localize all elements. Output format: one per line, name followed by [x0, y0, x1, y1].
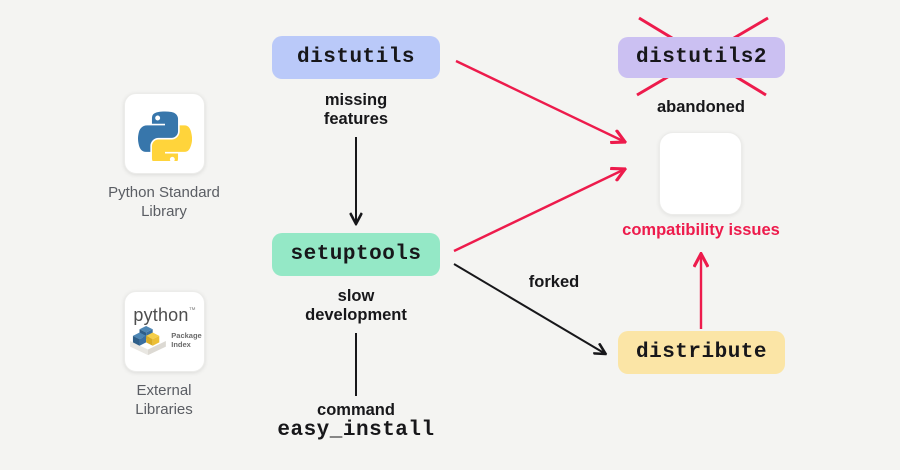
pypi-wordmark: python	[133, 305, 189, 325]
label-command: command	[317, 401, 395, 419]
label-easy-install: easy_install	[277, 419, 435, 442]
node-distutils: distutils	[272, 36, 440, 79]
node-distutils2: distutils2	[618, 37, 785, 78]
red-arrow-distutils-compat	[455, 59, 623, 141]
external-libraries-caption: External Libraries	[135, 382, 193, 418]
red-arrow-setuptools-compat	[453, 170, 623, 253]
pypi-card: python ™	[124, 291, 205, 372]
label-compatibility-issues: compatibility issues	[622, 221, 780, 239]
pypi-cubes-icon	[130, 325, 167, 356]
pypi-subtext: Package Index	[171, 331, 202, 349]
label-missing-features: missing features	[323, 91, 389, 128]
python-logo-icon	[137, 110, 192, 161]
label-abandoned: abandoned	[656, 98, 745, 116]
label-slow-development: slow development	[305, 287, 407, 324]
node-distribute: distribute	[618, 331, 785, 374]
pypi-logo-icon: python ™	[127, 305, 202, 357]
python-library-caption: Python Standard Library	[108, 184, 220, 220]
label-forked: forked	[528, 273, 580, 291]
python-library-card	[124, 93, 205, 174]
compatibility-box	[659, 132, 742, 215]
pypi-trademark: ™	[188, 307, 196, 314]
node-setuptools: setuptools	[272, 233, 440, 276]
